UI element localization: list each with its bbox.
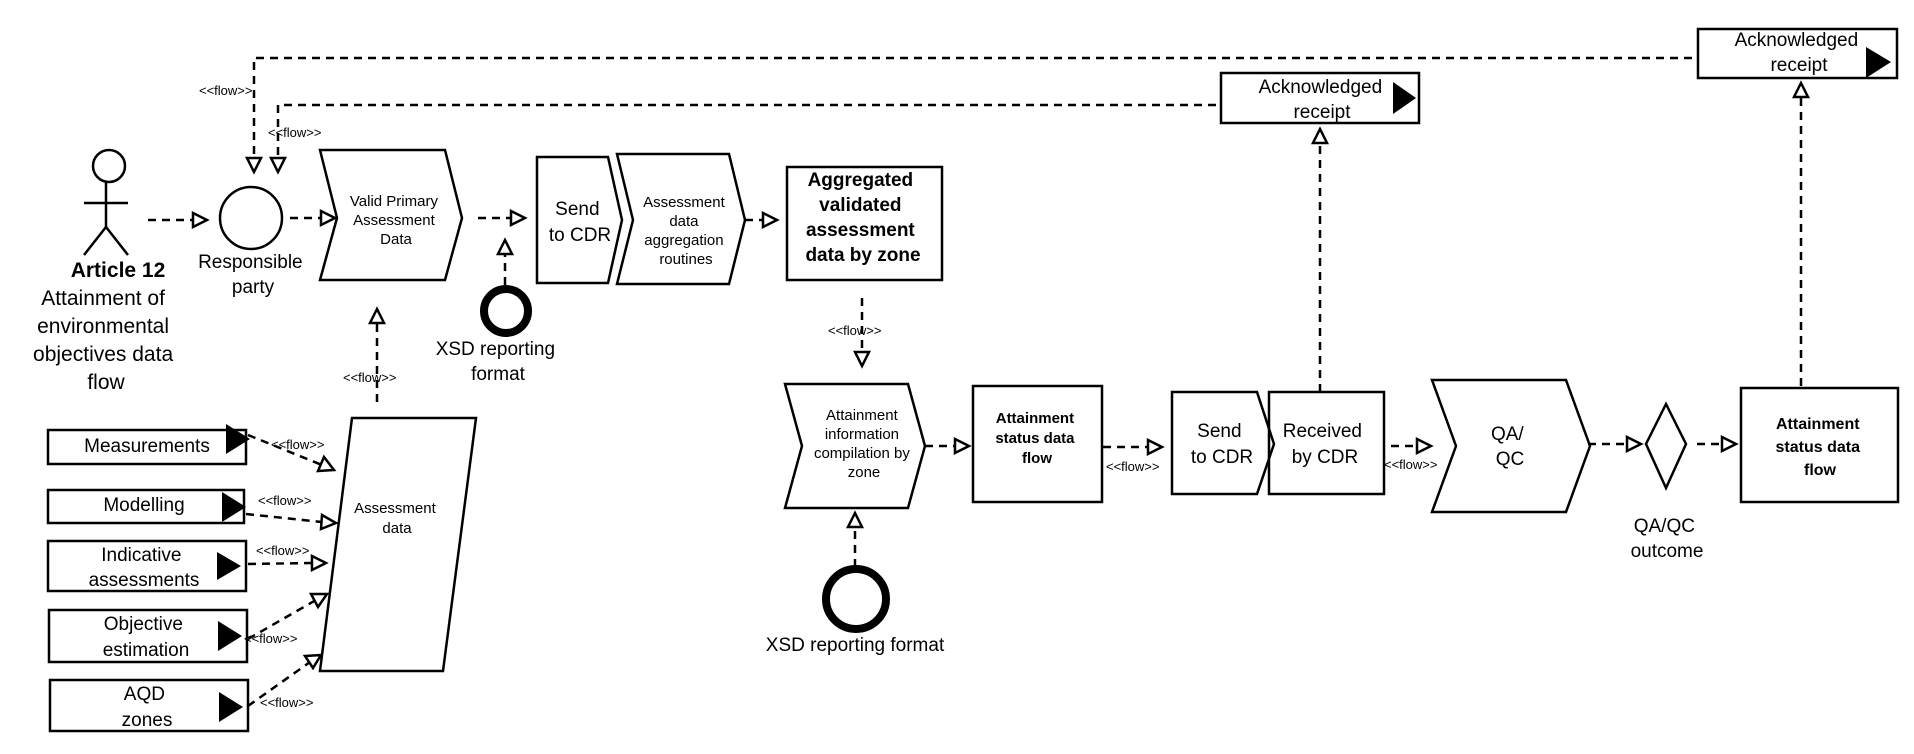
status-1-label: Attainment status data flow bbox=[995, 410, 1078, 467]
qaqc-shape bbox=[1430, 378, 1592, 514]
assessment-data-label: Assessment data bbox=[354, 500, 440, 537]
send-cdr-1-shape bbox=[535, 155, 624, 285]
input-aqd-zones-label: AQD zones bbox=[122, 684, 173, 731]
connectors bbox=[148, 56, 1811, 708]
flow-label: <<flow>> bbox=[1384, 457, 1438, 472]
responsible-party-label: Responsible party bbox=[198, 252, 308, 298]
received-cdr-box bbox=[1267, 390, 1386, 496]
arrow-head bbox=[852, 350, 872, 369]
arrow-head bbox=[1625, 434, 1644, 454]
flow-label: <<flow>> bbox=[343, 370, 397, 385]
ack-receipt-2-flag bbox=[1866, 47, 1891, 78]
ack-receipt-2-label: Acknowledged receipt bbox=[1735, 30, 1864, 76]
input-indicative: Indicative assessments bbox=[46, 539, 248, 593]
arrow-head bbox=[1146, 437, 1165, 457]
status-2-label: Attainment status data flow bbox=[1776, 416, 1865, 479]
actor-label: Attainment of environmental objectives d… bbox=[33, 287, 179, 394]
flow-label: <<flow>> bbox=[199, 83, 253, 98]
input-measurements-label: Measurements bbox=[84, 436, 210, 457]
aggregation-routines-label: Assessment data aggregation routines bbox=[643, 194, 729, 268]
indicative-line bbox=[247, 561, 313, 566]
flow-labels: <<flow>> <<flow>> <<flow>> <<flow>> <<fl… bbox=[199, 83, 1438, 710]
arrow-head bbox=[310, 553, 329, 573]
arrow-head bbox=[319, 512, 339, 531]
arrow-head bbox=[953, 436, 972, 456]
actor-title: Article 12 bbox=[71, 259, 166, 282]
flow-label: <<flow>> bbox=[244, 631, 298, 646]
status-2-box bbox=[1739, 386, 1900, 504]
arrow-head bbox=[509, 208, 528, 228]
flow-label: <<flow>> bbox=[260, 695, 314, 710]
arrow-head bbox=[316, 454, 337, 473]
arrow-head bbox=[302, 653, 324, 671]
aggregation-routines-shape bbox=[615, 152, 747, 286]
ack-receipt-1-label: Acknowledged receipt bbox=[1259, 77, 1388, 123]
valid-primary-label: Valid Primary Assessment Data bbox=[350, 193, 442, 248]
input-indicative-label: Indicative assessments bbox=[89, 545, 200, 591]
arrow-head bbox=[1791, 80, 1811, 99]
send-cdr-2-label: Send to CDR bbox=[1191, 421, 1253, 468]
compilation-label: Attainment information compilation by zo… bbox=[814, 407, 914, 481]
received-cdr-label: Received by CDR bbox=[1283, 421, 1368, 468]
arrow-head bbox=[845, 510, 865, 529]
arrow-head bbox=[761, 210, 780, 230]
modelling-line bbox=[245, 512, 323, 524]
send-cdr-1-label: Send to CDR bbox=[549, 199, 611, 246]
responsible-party-circle bbox=[218, 185, 284, 251]
arrow-head bbox=[308, 592, 330, 610]
arrow-head bbox=[319, 208, 338, 228]
input-objective-label: Objective estimation bbox=[103, 614, 190, 661]
arrow-head bbox=[244, 156, 264, 175]
ack-receipt-2-box bbox=[1696, 27, 1899, 80]
flow-label: <<flow>> bbox=[268, 125, 322, 140]
aggregated-label: Aggregated validated assessment data by … bbox=[805, 170, 920, 266]
qaqc-outcome-label: QA/QC outcome bbox=[1631, 516, 1704, 562]
send-cdr-2-shape bbox=[1170, 390, 1276, 496]
xsd-top-circle bbox=[480, 285, 532, 337]
ack-receipt-1-box bbox=[1219, 71, 1421, 125]
status-1-box bbox=[971, 384, 1104, 504]
arrow-head bbox=[367, 306, 387, 325]
feedback-line-second bbox=[276, 103, 1216, 160]
aggregated-box bbox=[785, 165, 944, 282]
flow-label: <<flow>> bbox=[258, 493, 312, 508]
input-modelling: Modelling bbox=[46, 488, 246, 525]
ack-receipt-1-flag bbox=[1393, 82, 1416, 114]
arrow-head bbox=[1310, 126, 1330, 145]
input-modelling-label: Modelling bbox=[103, 495, 184, 516]
input-measurements: Measurements bbox=[46, 424, 250, 466]
arrow-head bbox=[1415, 436, 1434, 456]
flow-label: <<flow>> bbox=[271, 437, 325, 452]
assessment-data-shape bbox=[318, 416, 478, 673]
qaqc-outcome-diamond bbox=[1644, 401, 1688, 492]
flow-label: <<flow>> bbox=[256, 543, 310, 558]
xsd-top-label: XSD reporting format bbox=[436, 339, 561, 385]
valid-primary-shape bbox=[318, 148, 464, 282]
feedback-line-top bbox=[252, 56, 1692, 160]
actor-figure bbox=[83, 148, 129, 256]
flow-label: <<flow>> bbox=[828, 323, 882, 338]
arrow-head bbox=[268, 156, 288, 175]
qaqc-label: QA/ QC bbox=[1491, 424, 1529, 470]
arrow-head bbox=[191, 210, 210, 230]
arrow-head bbox=[1720, 434, 1739, 454]
xsd-bottom-circle bbox=[822, 565, 890, 633]
input-aqd-zones: AQD zones bbox=[48, 678, 250, 733]
input-objective: Objective estimation bbox=[47, 608, 249, 664]
aqd-line bbox=[247, 660, 311, 708]
arrow-head bbox=[495, 237, 515, 256]
flow-label: <<flow>> bbox=[1106, 459, 1160, 474]
compilation-shape bbox=[783, 382, 927, 510]
xsd-bottom-label: XSD reporting format bbox=[766, 635, 945, 656]
